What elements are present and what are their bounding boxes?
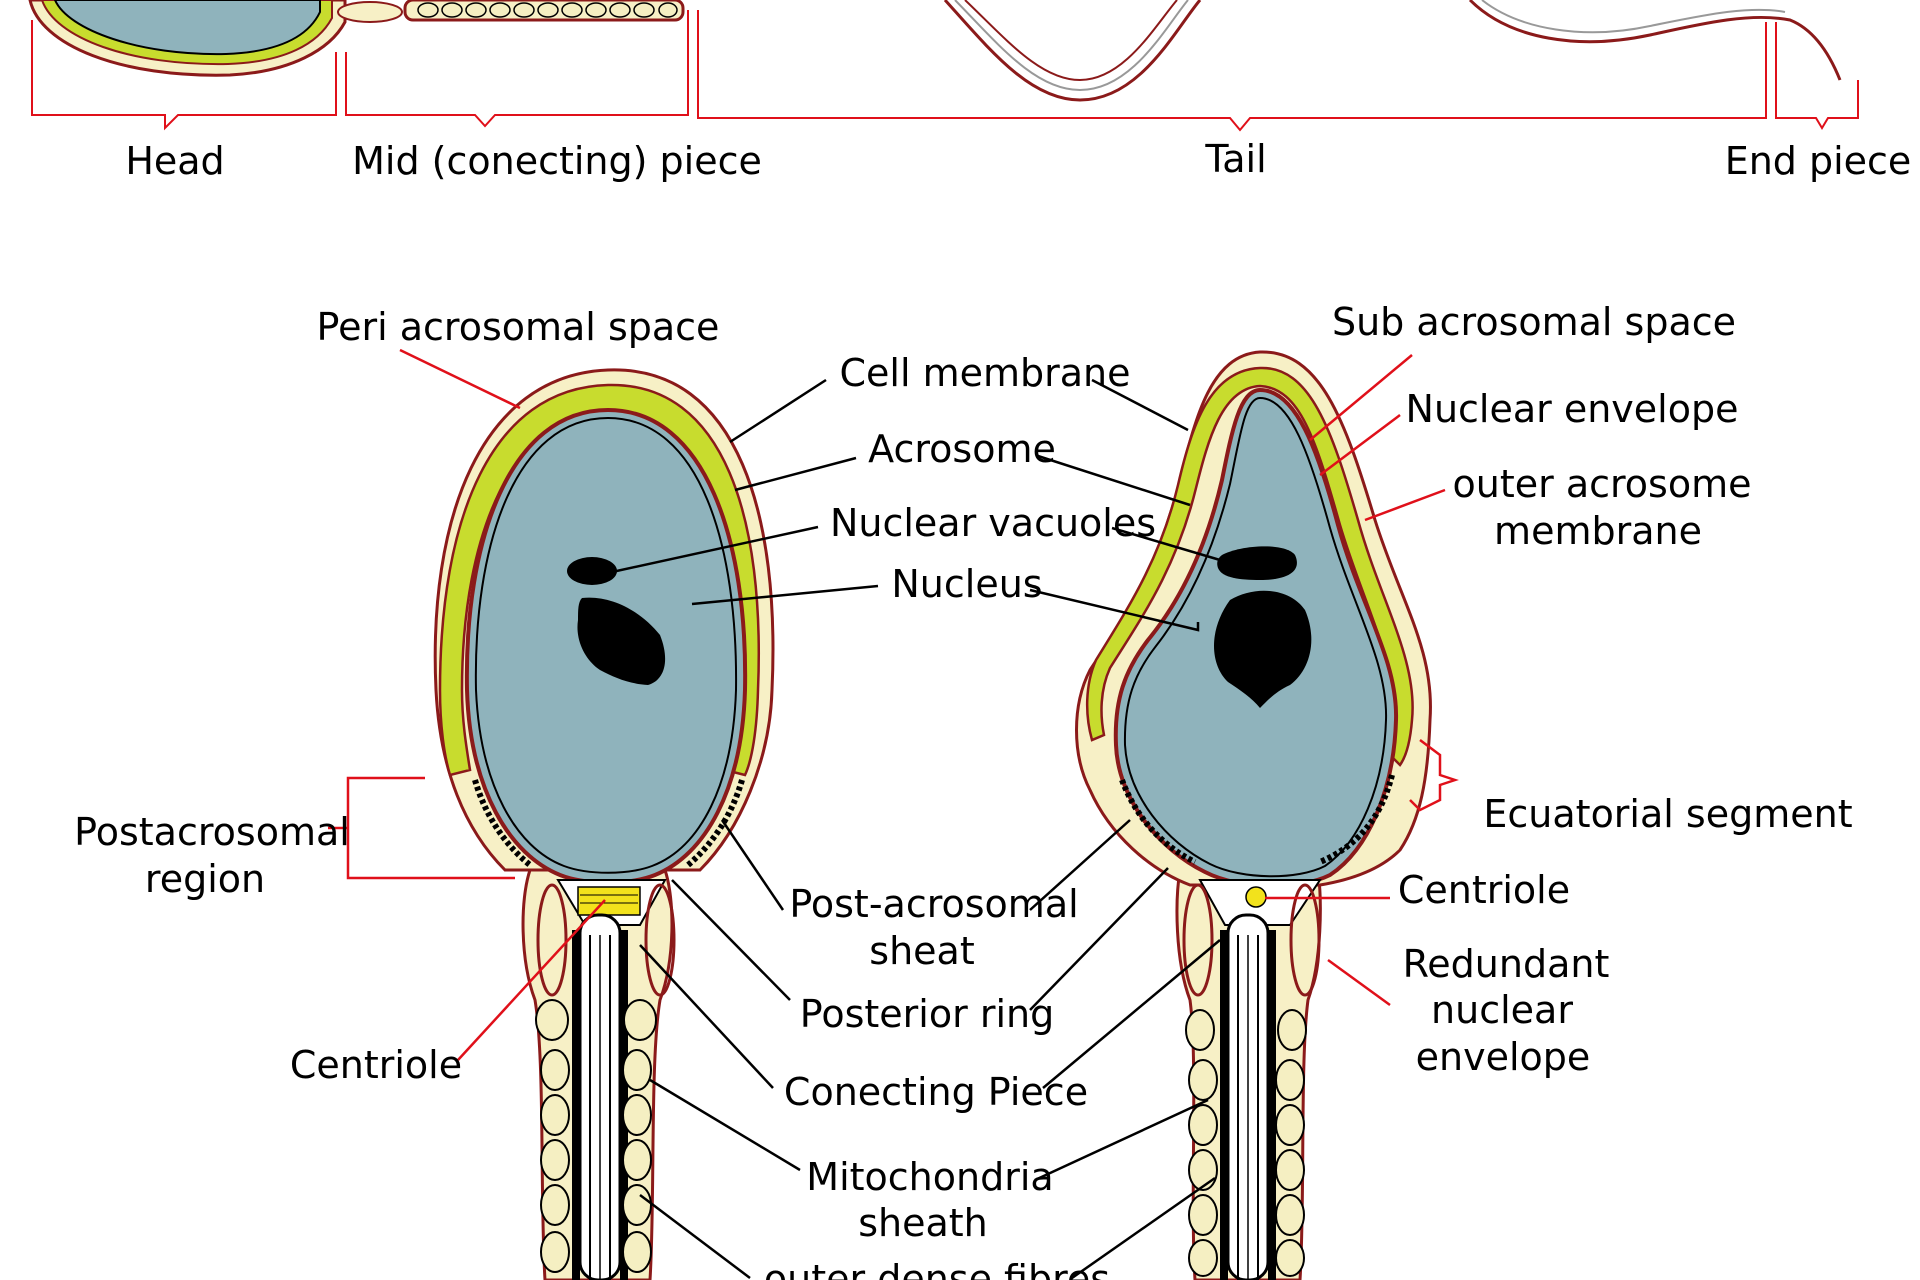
label-postacrosomal-region-1: Postacrosomal xyxy=(74,810,350,854)
label-outer-dense-fibres: outer dense fibres xyxy=(764,1257,1110,1280)
label-postacrosomal-region-2: region xyxy=(145,857,265,901)
label-posterior-ring: Posterior ring xyxy=(800,992,1054,1036)
label-ecuatorial-segment: Ecuatorial segment xyxy=(1483,792,1852,836)
sperm-head-front-view xyxy=(433,368,775,1280)
label-nuclear-envelope: Nuclear envelope xyxy=(1406,387,1739,431)
overview-tail-label: Tail xyxy=(1204,137,1266,181)
label-centriole-right: Centriole xyxy=(1398,868,1570,912)
label-connecting-piece: Conecting Piece xyxy=(784,1070,1088,1114)
sperm-head-side-view xyxy=(1075,350,1432,1280)
label-outer-acrosome-membrane-2: membrane xyxy=(1494,509,1702,553)
label-sub-acrosomal-space: Sub acrosomal space xyxy=(1332,300,1736,344)
label-post-acrosomal-sheat-2: sheat xyxy=(869,929,974,973)
label-cell-membrane: Cell membrane xyxy=(839,351,1130,395)
label-redundant-nuclear-envelope-1: Redundant xyxy=(1403,942,1610,986)
overview-head-label: Head xyxy=(125,139,224,183)
label-nucleus: Nucleus xyxy=(891,562,1042,606)
label-centriole-left: Centriole xyxy=(290,1043,462,1087)
leader-lines xyxy=(328,348,1459,1280)
label-outer-acrosome-membrane-1: outer acrosome xyxy=(1453,462,1752,506)
sperm-overview-graphic xyxy=(28,0,1859,132)
label-mitochondria-sheath-2: sheath xyxy=(858,1201,988,1245)
label-peri-acrosomal-space: Peri acrosomal space xyxy=(317,305,720,349)
overview-end-label: End piece xyxy=(1725,139,1912,183)
label-redundant-nuclear-envelope-3: envelope xyxy=(1416,1035,1591,1079)
label-nuclear-vacuoles: Nuclear vacuoles xyxy=(830,501,1156,545)
label-post-acrosomal-sheat-1: Post-acrosomal xyxy=(789,882,1078,926)
label-acrosome: Acrosome xyxy=(868,427,1056,471)
overview-mid-label: Mid (conecting) piece xyxy=(352,139,762,183)
label-redundant-nuclear-envelope-2: nuclear xyxy=(1431,988,1573,1032)
label-mitochondria-sheath-1: Mitochondria xyxy=(806,1155,1053,1199)
